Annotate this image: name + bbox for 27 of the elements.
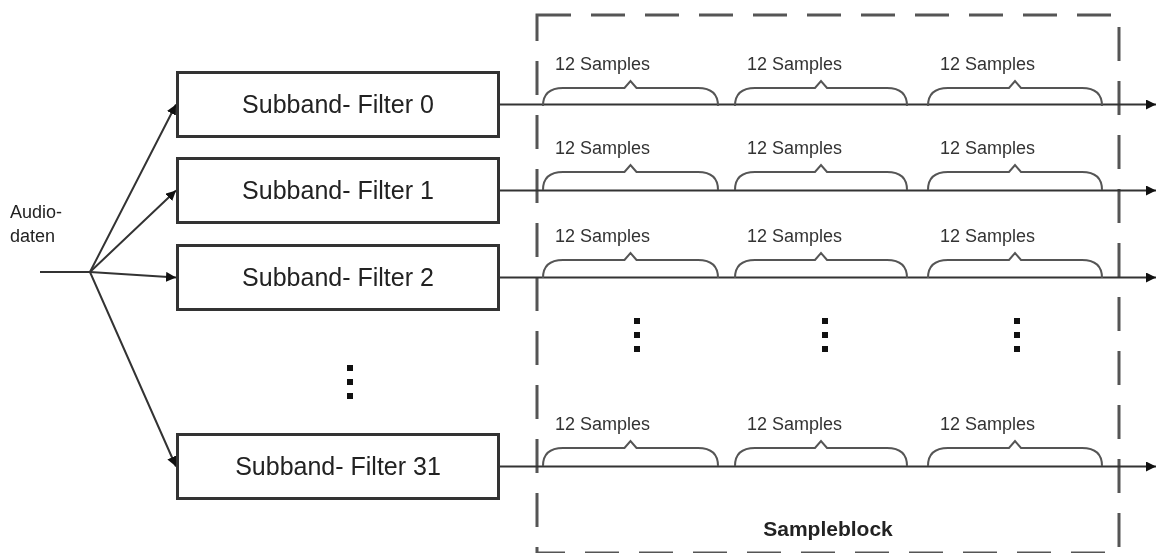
filter-box [176, 433, 500, 500]
arrow [499, 185, 1157, 196]
group-title: Sampleblock [763, 517, 893, 541]
filter-label: Subband- Filter 31 [235, 452, 441, 481]
segment-label: 12 Samples [747, 54, 843, 75]
filter-box [176, 244, 500, 311]
filter-box [176, 71, 500, 138]
segment-label: 12 Samples [555, 414, 651, 435]
filter-label: Subband- Filter 2 [242, 263, 434, 292]
segment-label: 12 Samples [940, 138, 1036, 159]
filter-box [176, 157, 500, 224]
segment-label: 12 Samples [940, 54, 1036, 75]
filter-label: Subband- Filter 0 [242, 90, 434, 119]
segment-label: 12 Samples [555, 226, 651, 247]
arrow [499, 461, 1157, 472]
filter-label: Subband- Filter 1 [242, 176, 434, 205]
segment-label: 12 Samples [555, 54, 651, 75]
input-label: Audio- daten [10, 201, 64, 249]
segment-label: 12 Samples [747, 138, 843, 159]
segment-label: 12 Samples [940, 414, 1036, 435]
segment-label: 12 Samples [555, 138, 651, 159]
segment-label: 12 Samples [940, 226, 1036, 247]
arrow [499, 272, 1157, 283]
arrow [39, 271, 177, 468]
segment-label: 12 Samples [747, 226, 843, 247]
arrow [499, 99, 1157, 110]
segment-label: 12 Samples [747, 414, 843, 435]
